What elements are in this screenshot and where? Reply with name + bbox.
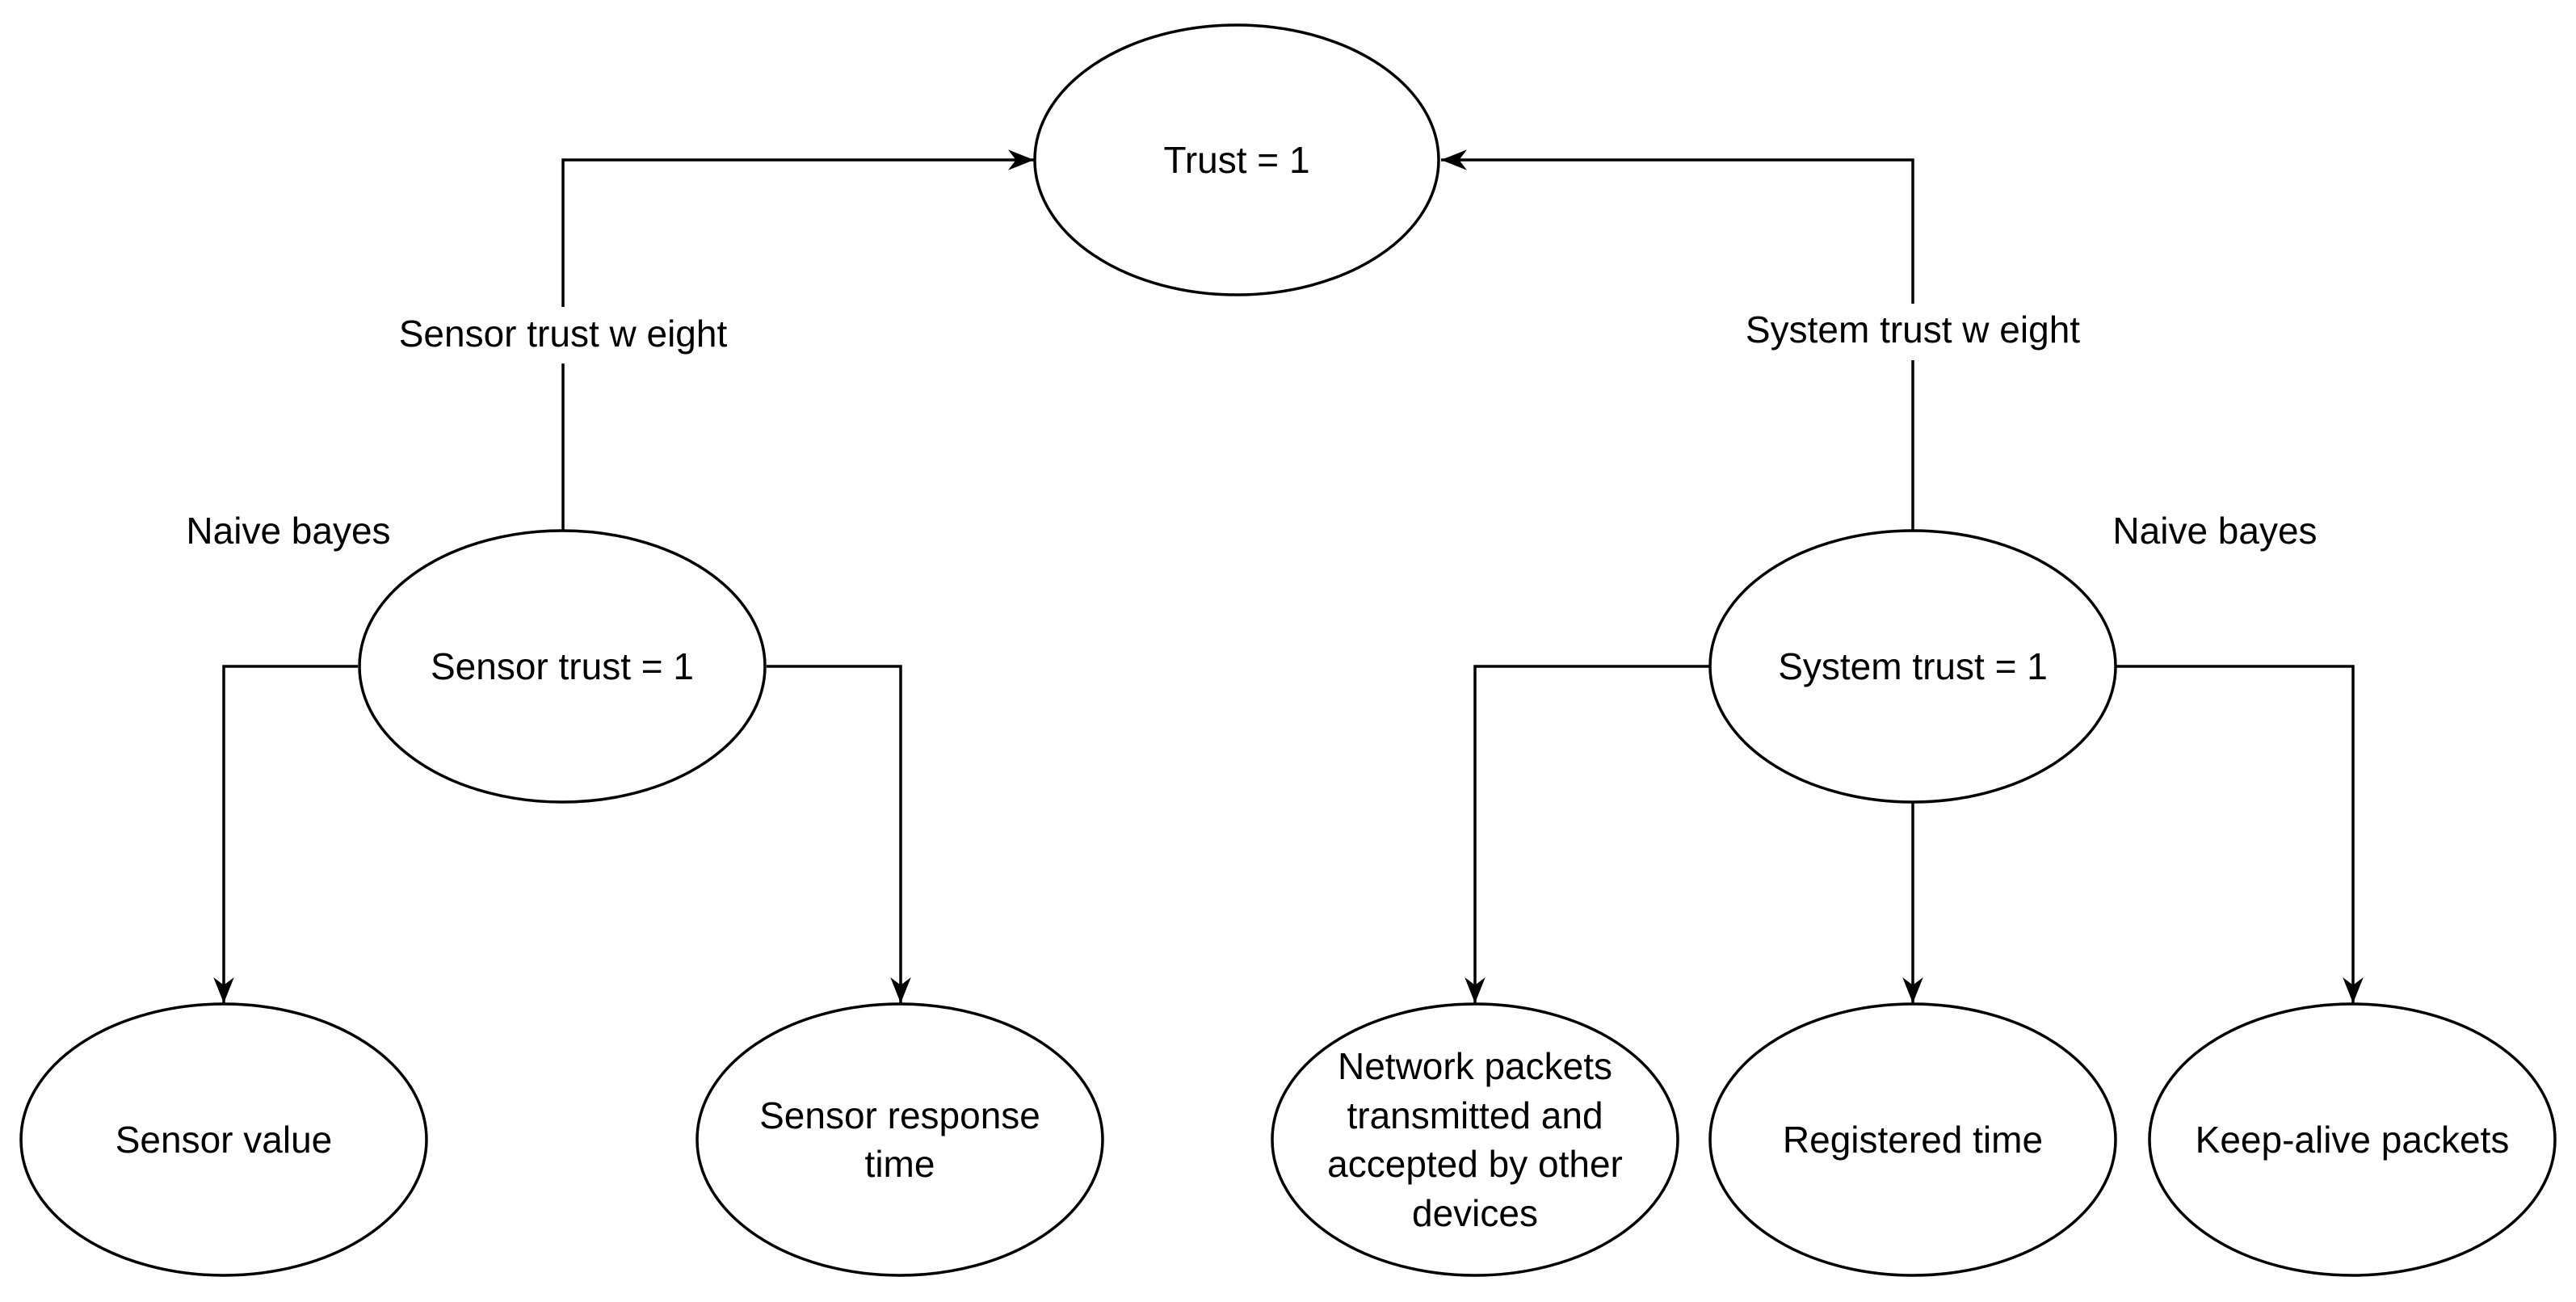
node-sensor-value: Sensor value	[19, 1002, 428, 1277]
network-packets-node-label-line-1: Network packets	[1338, 1045, 1612, 1087]
edge-system-trust-to-network-packets	[1464, 665, 1709, 1003]
node-system-trust: System trust = 1	[1708, 529, 2117, 804]
edge-label-sensor-weight: Sensor trust w eight	[399, 307, 728, 363]
registered-time-node-label: Registered time	[1783, 1119, 2043, 1161]
node-registered-time: Registered time	[1708, 1002, 2117, 1277]
network-packets-node-label-line-4: devices	[1412, 1192, 1538, 1234]
network-packets-node-label-line-2: transmitted and	[1347, 1094, 1603, 1136]
right-naive-bayes-label: Naive bayes	[2112, 510, 2317, 552]
left-naive-bayes-label: Naive bayes	[186, 510, 390, 552]
keep-alive-packets-node-label: Keep-alive packets	[2196, 1119, 2510, 1161]
node-keep-alive-packets: Keep-alive packets	[2148, 1002, 2557, 1277]
sensor-response-time-node-label-line-1: Sensor response	[759, 1094, 1040, 1136]
edge-system-trust-to-keep-alive	[2116, 665, 2364, 1003]
trust-node-label: Trust = 1	[1163, 139, 1309, 181]
edge-sensor-trust-to-trust	[561, 149, 1034, 531]
edge-system-trust-to-trust	[1441, 149, 1914, 531]
sensor-trust-node-label: Sensor trust = 1	[431, 645, 694, 687]
edge-sensor-trust-to-sensor-value	[213, 665, 358, 1003]
node-sensor-response-time: Sensor response time	[695, 1002, 1104, 1277]
edge-label-system-weight: System trust w eight	[1746, 304, 2080, 360]
node-trust: Trust = 1	[1033, 23, 1440, 296]
edge-sensor-trust-to-response-time	[767, 665, 911, 1003]
sensor-value-node-label: Sensor value	[116, 1119, 333, 1161]
system-trust-node-label: System trust = 1	[1778, 645, 2048, 687]
sensor-trust-weight-label: Sensor trust w eight	[399, 313, 728, 355]
network-packets-node-label-line-3: accepted by other	[1327, 1143, 1623, 1185]
system-trust-weight-label: System trust w eight	[1746, 309, 2080, 351]
node-sensor-trust: Sensor trust = 1	[358, 529, 767, 804]
sensor-response-time-node-label-line-2: time	[865, 1143, 935, 1185]
node-network-packets: Network packets transmitted and accepted…	[1271, 1002, 1679, 1277]
edges	[213, 149, 2364, 1003]
